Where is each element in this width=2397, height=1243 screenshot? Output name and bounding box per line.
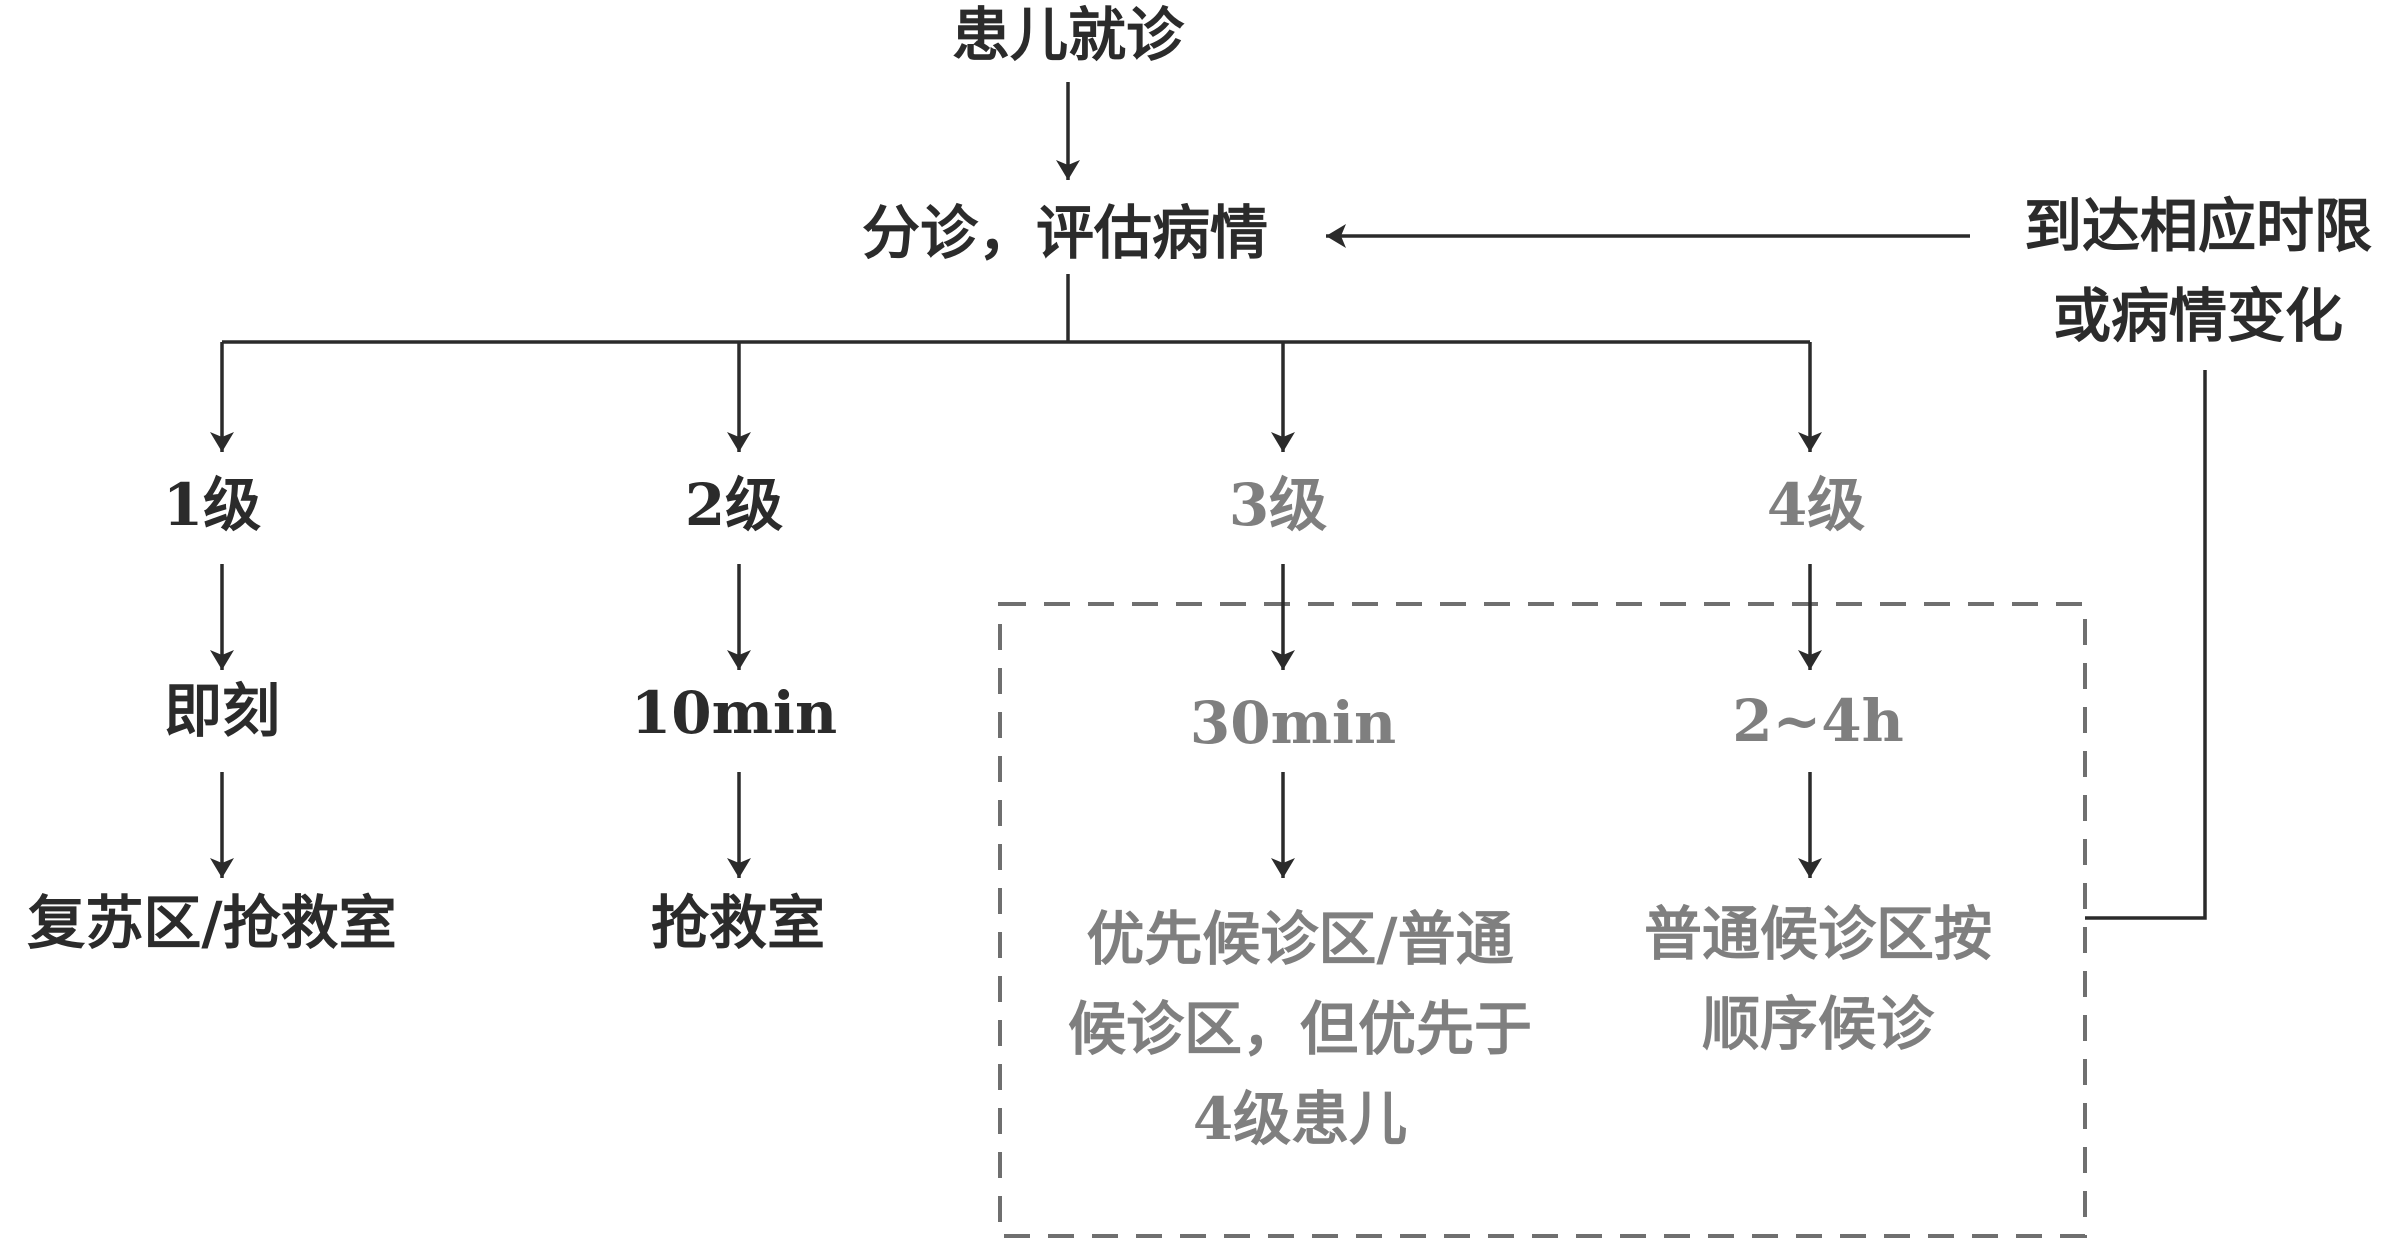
node-triage-assess: 分诊，评估病情 <box>861 199 1269 268</box>
reassess-trigger-line-1: 到达相应时限 <box>2023 192 2373 261</box>
node-level-2: 2级 <box>684 471 784 540</box>
level-2-destination-line-1: 抢救室 <box>650 889 826 958</box>
level-3-destination-line-2: 候诊区，但优先于 <box>1067 995 1533 1064</box>
node-level-2-destination: 抢救室 <box>651 879 825 969</box>
reassess-trigger-line-2: 或病情变化 <box>2052 282 2344 350</box>
node-level-4-time: 2~4h <box>1732 687 1904 756</box>
node-level-4-destination: 普通候诊区按 顺序候诊 <box>1644 890 1992 1070</box>
node-level-3: 3级 <box>1228 471 1328 540</box>
node-level-3-time: 30min <box>1189 689 1397 758</box>
node-patient-visit: 患儿就诊 <box>951 1 1185 70</box>
node-level-2-time: 10min <box>630 679 838 748</box>
level-4-destination-line-2: 顺序候诊 <box>1701 990 1935 1058</box>
level-3-destination-line-1: 优先候诊区/普通 <box>1086 905 1514 974</box>
node-level-1-time: 即刻 <box>163 677 281 746</box>
node-level-3-destination: 优先候诊区/普通 候诊区，但优先于 4级患儿 <box>1068 895 1532 1165</box>
node-level-1-destination: 复苏区/抢救室 <box>27 879 396 969</box>
node-reassess-trigger: 到达相应时限 或病情变化 <box>2024 182 2372 362</box>
node-level-1: 1级 <box>162 471 262 540</box>
waiting-area-dashed-box <box>998 602 2087 1238</box>
level-1-destination-line-1: 复苏区/抢救室 <box>27 889 397 958</box>
level-3-destination-line-3: 4级患儿 <box>1192 1084 1408 1153</box>
connector-feedback-loop <box>2085 370 2207 920</box>
node-level-4: 4级 <box>1766 471 1866 540</box>
level-4-destination-line-1: 普通候诊区按 <box>1643 900 1993 969</box>
